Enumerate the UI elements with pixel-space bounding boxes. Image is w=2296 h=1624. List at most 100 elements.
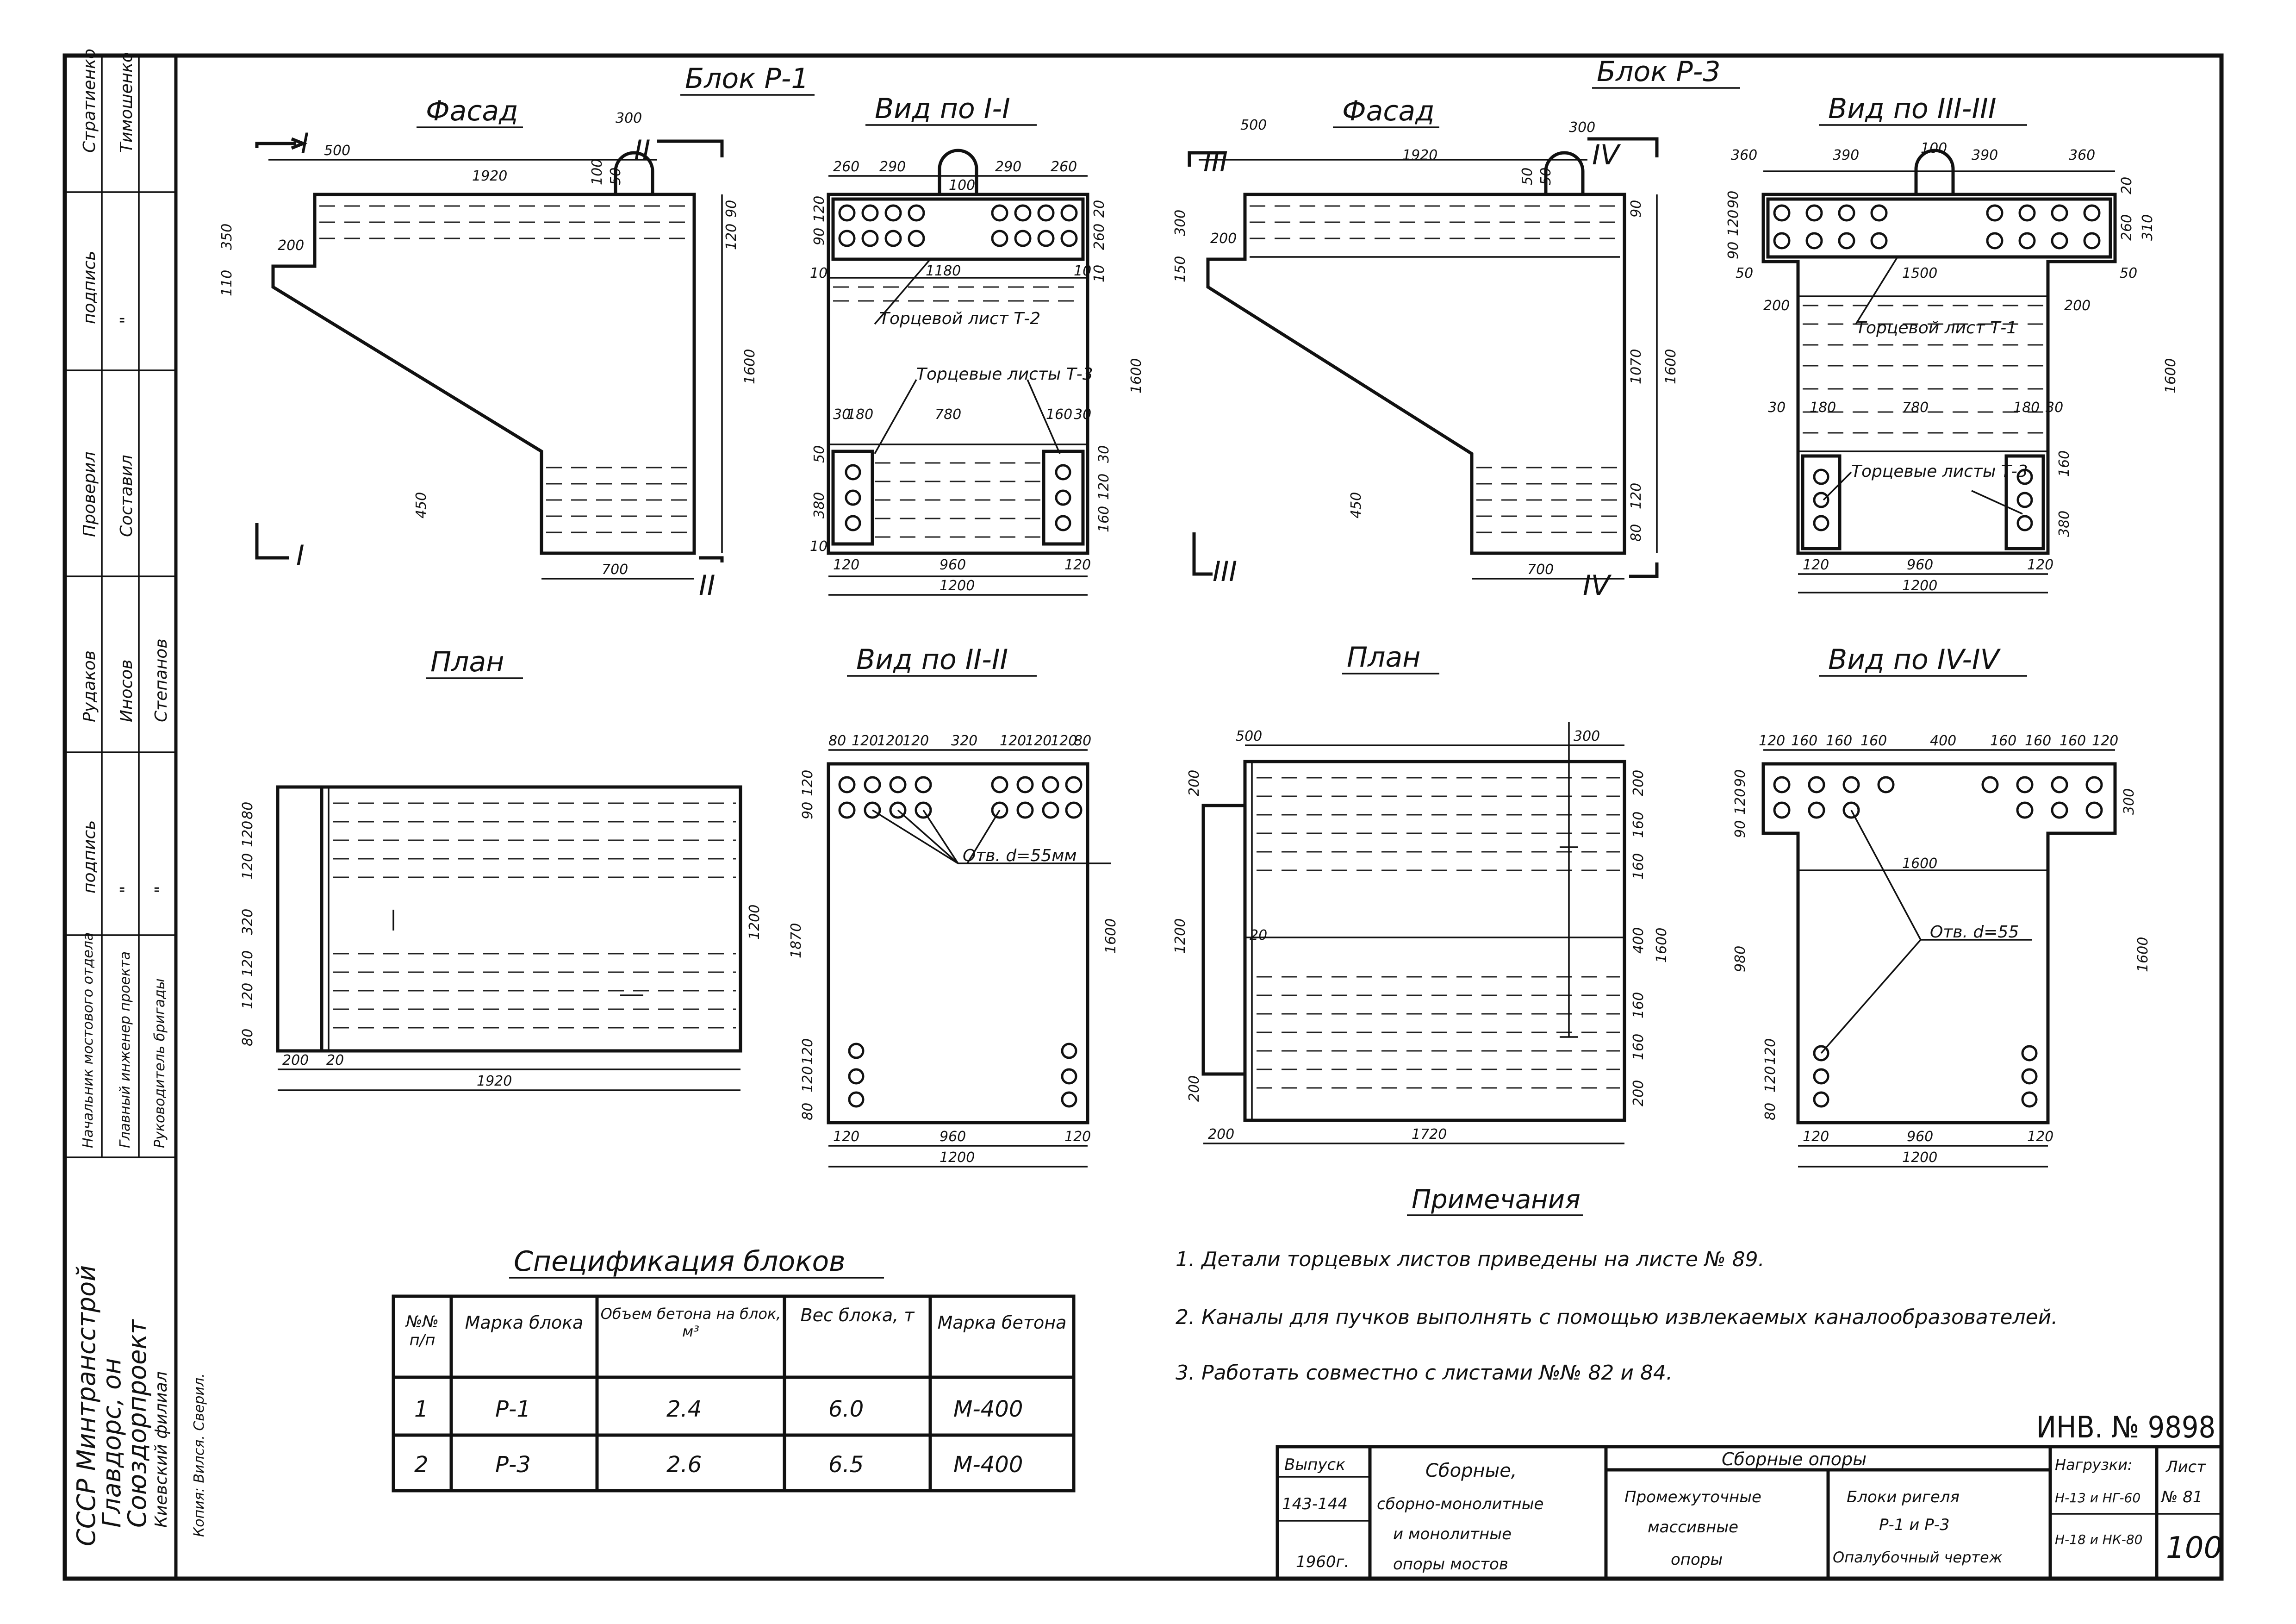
- section-III-III-dim-right-4: 50: [2120, 265, 2137, 281]
- section-II-II-dim-top-6: 120: [1000, 733, 1026, 749]
- spec-row-1-concrete: М-400: [953, 1396, 1023, 1422]
- section-III-III-view: Вид по III-III 360 390 100 390 360 9: [1725, 93, 2179, 594]
- plan-p3-dim-left-1: 200: [1186, 770, 1202, 796]
- spec-row-2-weight: 6.5: [828, 1452, 864, 1478]
- tb-drawing-1: Блоки ригеля: [1847, 1488, 1960, 1506]
- facade-p1-dim-450: 450: [413, 492, 429, 518]
- facade-p3-dim-500: 500: [1240, 117, 1267, 133]
- spec-row-2-concrete: М-400: [953, 1452, 1023, 1478]
- facade-p3-dim-left-3: 150: [1172, 256, 1188, 282]
- section-III-III-dim-right-3: 310: [2140, 214, 2156, 241]
- section-II-II-dim-top-9: 80: [1074, 733, 1091, 749]
- section-I-I-dim-top-4: 290: [995, 159, 1021, 175]
- facade-p3-dim-right-1: 90: [1628, 200, 1644, 218]
- plan-p1-dim-left-1: 80: [240, 802, 256, 819]
- section-III-III-dim-inner-1: 30: [1768, 400, 1786, 416]
- plan-p1-dim-1200: 1200: [747, 905, 763, 940]
- section-II-II-dim-left-2: 90: [800, 802, 816, 819]
- plan-p3-dim-right-6: 160: [1630, 1034, 1647, 1060]
- note-3: 3. Работать совместно с листами №№ 82 и …: [1176, 1361, 1673, 1385]
- section-III-III-dim-1200: 1200: [1902, 578, 1937, 594]
- section-III-III-dim-bot-3: 120: [2027, 557, 2053, 573]
- tb-issue-label: Выпуск: [1284, 1455, 1345, 1474]
- section-I-I-dim-inner-3: 780: [935, 406, 961, 423]
- section-III-III-dim-top-4: 390: [1972, 147, 1998, 163]
- section-II-II-dim-top-8: 120: [1051, 733, 1077, 749]
- facade-p1-title: Фасад: [426, 95, 518, 127]
- section-I-I-dim-bot-2: 960: [940, 557, 966, 573]
- plan-p3-dim-bot-1: 200: [1208, 1126, 1234, 1143]
- facade-p1-dim-110: 110: [219, 270, 235, 296]
- facade-p3-dim-300: 300: [1569, 119, 1595, 136]
- section-I-I-dim-inner-5: 30: [1074, 406, 1091, 423]
- section-IV-IV-dim-top-8: 160: [2060, 733, 2086, 749]
- stamp-role-name-4: Иносов: [117, 659, 136, 722]
- section-IV-IV-dim-top-6: 160: [1990, 733, 2016, 749]
- section-II-II-dim-left-1: 120: [800, 770, 816, 796]
- section-IV-IV-dim-left-3: 90: [1732, 820, 1748, 838]
- section-II-II-dim-left-4: 80: [800, 1103, 816, 1120]
- plan-p1-view: План 80 120 120 320 120 120 80 1200 200 …: [240, 646, 763, 1091]
- tb-subject-1: Промежуточные: [1624, 1488, 1761, 1506]
- facade-p3-outline: [1206, 193, 1626, 555]
- plan-p3-dim-right-2: 160: [1630, 812, 1647, 838]
- tb-sheet-no: № 81: [2160, 1488, 2203, 1506]
- section-I-I-outline: [827, 193, 1089, 555]
- section-I-I-dim-1600: 1600: [1128, 358, 1145, 394]
- section-I-I-dim-right-1: 20: [1091, 200, 1108, 218]
- section-III-III-dim-right-6: 160: [2056, 450, 2072, 477]
- plan-p1-dim-left-7: 80: [240, 1029, 256, 1046]
- section-III-III-dim-top-1: 360: [1731, 147, 1757, 163]
- spec-row-1-weight: 6.0: [828, 1396, 864, 1422]
- tb-series-2: сборно-монолитные: [1377, 1495, 1543, 1513]
- spec-header-weight: Вес блока, т: [800, 1305, 915, 1325]
- section-III-III-dim-left-1: 90: [1725, 191, 1742, 208]
- facade-p3-dim-left-2: 200: [1210, 231, 1237, 247]
- section-II-II-dim-top-1: 80: [828, 733, 846, 749]
- section-III-III-dim-left-3: 90: [1725, 242, 1742, 259]
- section-IV-IV-dim-bot-3: 120: [2027, 1129, 2053, 1145]
- callout-end-sheet-T2: Торцевой лист Т-2: [879, 309, 1040, 328]
- spec-row-2-mark: Р-3: [495, 1452, 531, 1478]
- tb-drawing-2: Р-1 и Р-3: [1879, 1516, 1950, 1534]
- inventory-number: ИНВ. № 9898: [2036, 1411, 2215, 1445]
- section-I-I-view: Вид по I-I 260 290 100 290 260 120: [810, 93, 1145, 596]
- section-III-III-dim-top-2: 390: [1833, 147, 1859, 163]
- section-III-III-dim-left-4: 50: [1736, 265, 1753, 281]
- plan-p3-dim-right-4: 400: [1630, 927, 1647, 954]
- plan-p3-dim-1200: 1200: [1172, 918, 1188, 954]
- tb-subject-3: опоры: [1671, 1550, 1723, 1569]
- section-I-I-dim-bot-1: 120: [833, 557, 859, 573]
- stamp-org-line-2: Главдорс, он: [97, 1358, 126, 1528]
- section-II-II-title: Вид по II-II: [856, 643, 1008, 676]
- spec-row-2-no: 2: [414, 1452, 429, 1478]
- plan-p3-dim-right-7: 200: [1630, 1080, 1647, 1106]
- end-sheet-T3-right: [1042, 450, 1085, 546]
- section-III-III-dim-right-1: 20: [2119, 177, 2135, 194]
- plan-p1-dim-left-6: 120: [240, 983, 256, 1009]
- end-sheet-T3b-left: [1801, 454, 1842, 550]
- section-IV-IV-dim-980: 980: [1732, 946, 1748, 972]
- facade-p3-view: Фасад 500 1920 300 300 200 150 90 1070 1…: [1172, 95, 1679, 602]
- plan-p1-dim-1920: 1920: [477, 1073, 512, 1089]
- section-mark-II-top: II: [634, 134, 650, 167]
- stamp-org-line-4: Киевский филиал: [152, 1371, 171, 1528]
- tb-group: Сборные опоры: [1722, 1449, 1867, 1469]
- section-I-I-title: Вид по I-I: [875, 93, 1010, 125]
- facade-p3-dim-700: 700: [1527, 562, 1554, 578]
- plan-p1-outline: [276, 785, 742, 1053]
- tb-load-label: Нагрузки:: [2055, 1456, 2133, 1474]
- plan-p3-dim-500: 500: [1236, 728, 1262, 744]
- section-IV-IV-dim-top-7: 160: [2025, 733, 2051, 749]
- section-IV-IV-dim-left-5: 80: [1762, 1103, 1779, 1120]
- section-IV-IV-dim-bot-2: 960: [1907, 1129, 1933, 1145]
- facade-p1-lifting-loop: [614, 151, 654, 194]
- facade-p1-dim-90: 90: [723, 200, 740, 218]
- tb-load-2: Н-18 и НК-80: [2055, 1532, 2142, 1547]
- section-mark-IV-bottom: IV: [1583, 569, 1612, 602]
- section-mark-III-bottom: III: [1213, 556, 1237, 588]
- section-III-III-dim-inner-5: 30: [2046, 400, 2063, 416]
- section-II-II-dim-left-5: 120: [800, 1066, 816, 1093]
- notes-title: Примечания: [1412, 1185, 1580, 1215]
